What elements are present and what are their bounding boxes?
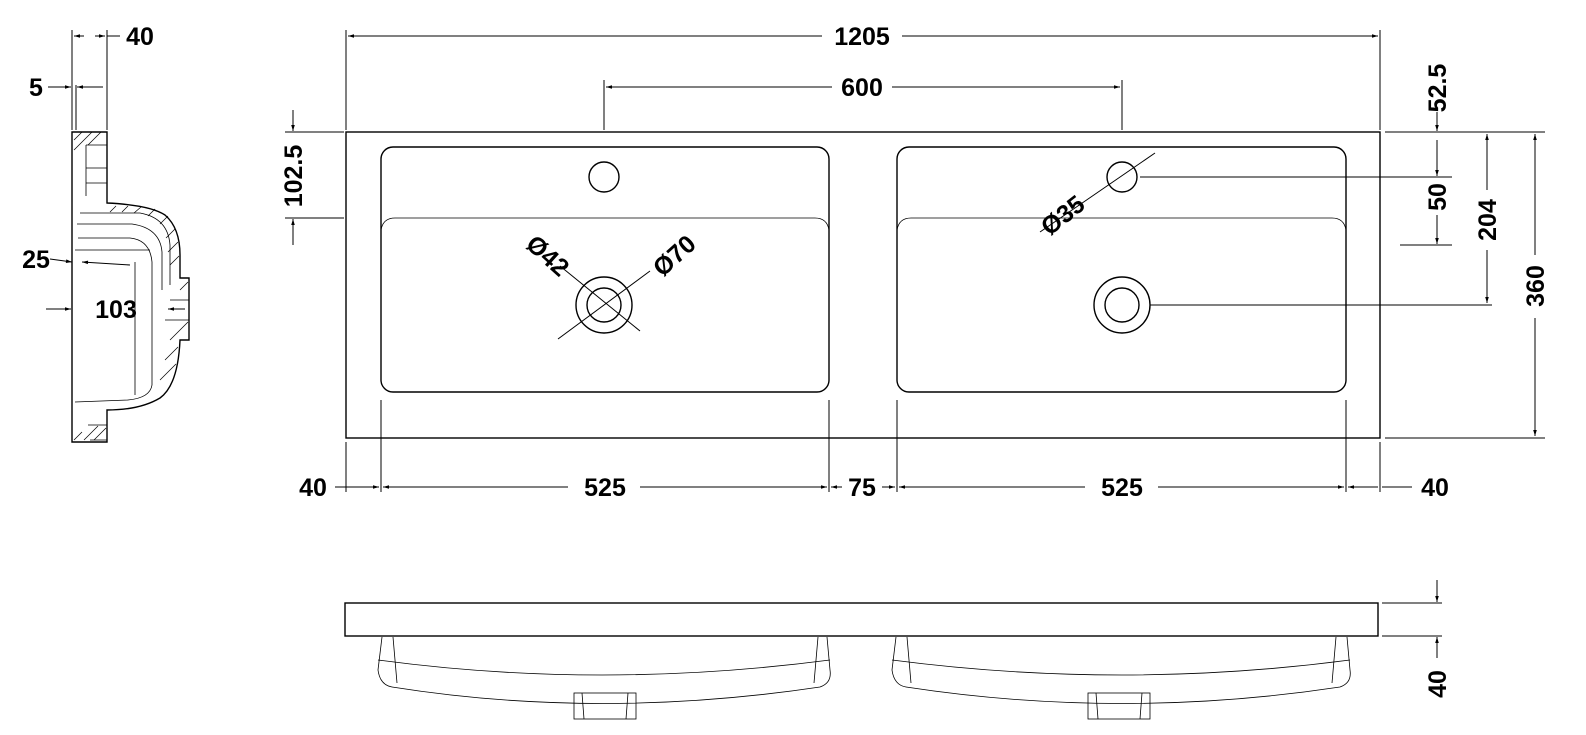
dim-tap-spacing: 600 [841, 74, 883, 102]
width-dimension-chain: 40 525 75 525 40 [299, 400, 1449, 502]
dim-right-margin: 40 [1421, 474, 1449, 502]
waste-outer [575, 276, 633, 334]
dim-section-thickness: 40 [126, 23, 154, 51]
left-bowl-profile [377, 636, 831, 720]
basin-outline [345, 131, 1381, 439]
right-bowl [896, 146, 1347, 393]
dim-tap-offset: 52.5 [1424, 64, 1452, 113]
left-bowl [380, 146, 830, 393]
dim-overall-depth: 360 [1522, 265, 1550, 307]
dim-tap-to-divider: 50 [1424, 183, 1452, 211]
dim-tap-hole-dia: Ø35 [1036, 190, 1091, 241]
waste-inner [586, 287, 622, 323]
waste-outer [1093, 276, 1151, 334]
tap-hole [1106, 161, 1138, 193]
front-view: 40 [344, 580, 1452, 720]
dim-section-edge: 5 [29, 74, 43, 102]
dim-section-wall: 25 [22, 246, 50, 274]
dim-front-ledge: 102.5 [280, 145, 308, 208]
dim-left-margin: 40 [299, 474, 327, 502]
dim-waste-position: 204 [1474, 199, 1502, 241]
dim-overall-width: 1205 [834, 23, 890, 51]
dim-right-basin: 525 [1101, 474, 1143, 502]
dim-waste-inner-dia: Ø42 [520, 230, 574, 282]
right-bowl-profile [891, 636, 1351, 720]
dim-bowl-depth: 103 [95, 296, 137, 324]
dim-waste-outer-dia: Ø70 [648, 230, 702, 282]
waste-inner [1104, 287, 1140, 323]
top-view: 1205 600 52.5 50 204 360 102.5 [280, 23, 1550, 502]
dim-left-basin: 525 [584, 474, 626, 502]
section-view: 40 5 25 103 [22, 23, 190, 443]
dim-front-thickness: 40 [1424, 670, 1452, 698]
tap-hole [588, 161, 620, 193]
dim-center-gap: 75 [848, 474, 876, 502]
